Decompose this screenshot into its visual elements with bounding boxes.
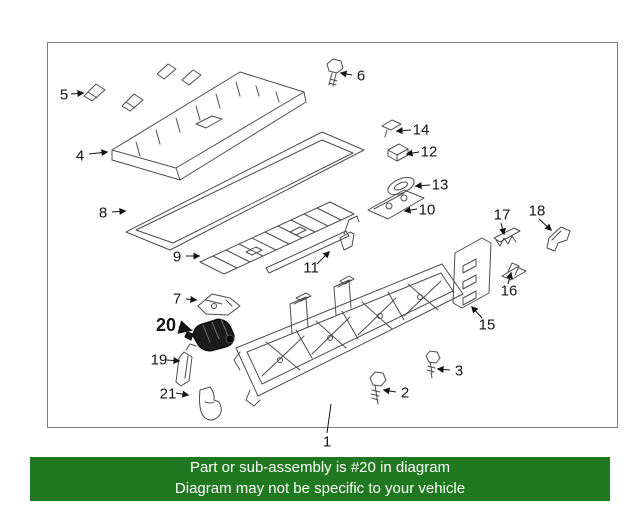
part-4-cover: [111, 71, 307, 181]
diagram-border: [47, 42, 618, 428]
part-16-clip: [501, 262, 527, 281]
part-11-crossbar: [265, 215, 360, 274]
part-label-16: 16: [500, 282, 518, 300]
part-label-20-highlighted: 20: [155, 315, 177, 335]
part-label-13: 13: [431, 176, 449, 194]
part-3-bolt: [425, 350, 441, 379]
part-label-1: 1: [322, 433, 332, 451]
part-7-bracket: [197, 293, 241, 316]
banner-line-1: Part or sub-assembly is #20 in diagram: [189, 459, 451, 477]
part-label-12: 12: [420, 143, 438, 161]
part-12-connector: [387, 143, 409, 162]
part-label-15: 15: [478, 316, 496, 334]
callout-arrows: [70, 70, 553, 434]
part-9-tray: [199, 201, 355, 275]
part-label-9: 9: [172, 248, 182, 266]
part-6-bolt: [326, 58, 344, 87]
part-label-10: 10: [418, 201, 436, 219]
part-label-7: 7: [172, 290, 182, 308]
part-15-plate: [452, 237, 492, 309]
part-label-19: 19: [150, 351, 168, 369]
part-label-17: 17: [493, 206, 511, 224]
part-label-8: 8: [98, 204, 108, 222]
part-1-battery-assembly: [233, 263, 464, 407]
part-label-2: 2: [400, 384, 410, 402]
part-8-seal: [125, 131, 365, 251]
part-18-bracket: [546, 226, 571, 252]
part-label-11: 11: [303, 259, 319, 277]
part-19-bracket: [175, 343, 197, 387]
part-label-4: 4: [75, 147, 85, 165]
part-label-21: 21: [159, 385, 177, 403]
part-label-14: 14: [412, 121, 430, 139]
part-14-clip: [381, 119, 402, 138]
part-20-highlighted: [184, 318, 235, 352]
part-13-grommet: [387, 176, 415, 196]
banner-line-2: Diagram may not be specific to your vehi…: [174, 480, 466, 497]
part-label-18: 18: [528, 202, 546, 220]
part-label-3: 3: [454, 362, 464, 380]
part-2-bolt: [369, 371, 387, 405]
part-21-boot: [199, 386, 222, 421]
part-10-bracket: [367, 189, 425, 220]
banner: Part or sub-assembly is #20 in diagram D…: [30, 457, 610, 501]
part-5-clips: [83, 63, 202, 112]
part-17-bracket: [493, 227, 521, 247]
part-label-6: 6: [356, 67, 366, 85]
part-label-5: 5: [59, 86, 69, 104]
